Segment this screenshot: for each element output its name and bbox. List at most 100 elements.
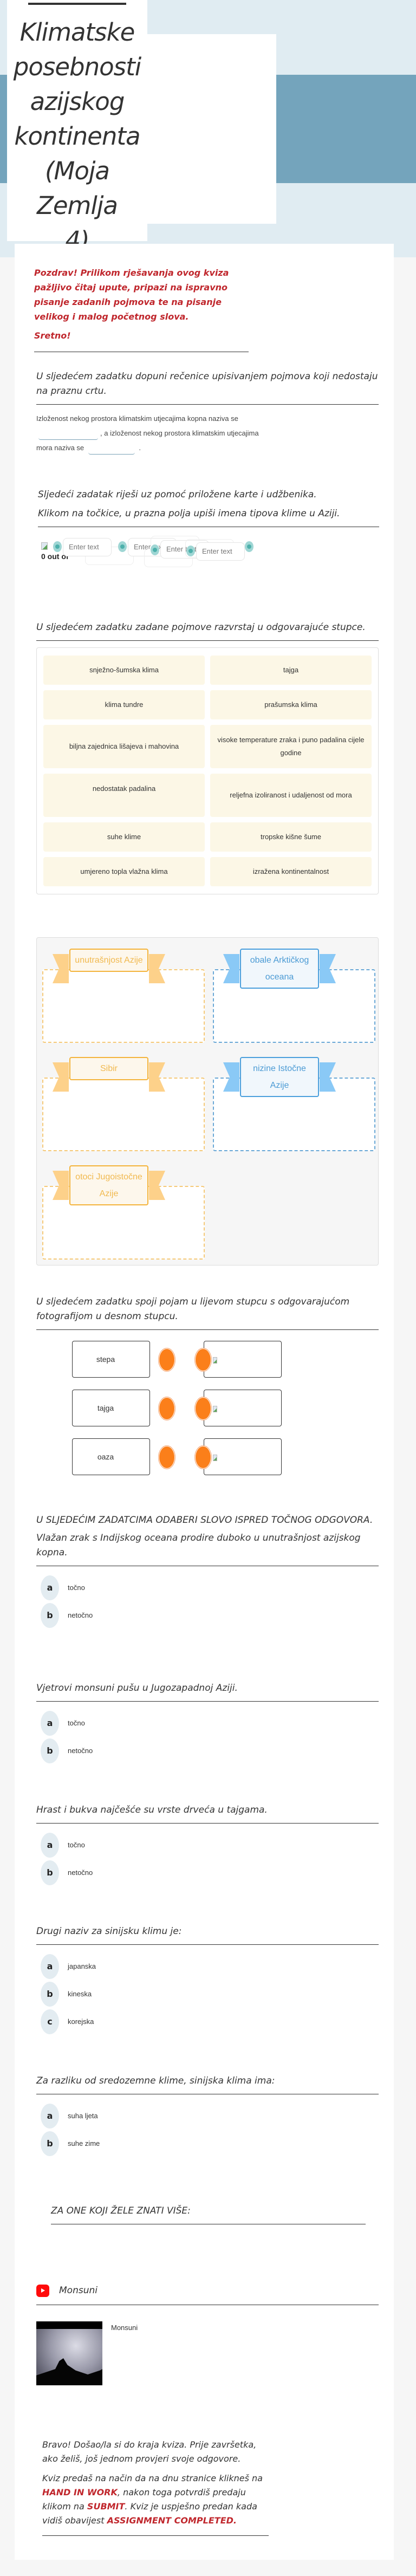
draggable-tile[interactable]: izražena kontinentalnost — [210, 857, 372, 886]
connector-right-2[interactable] — [194, 1397, 212, 1420]
divider — [36, 1823, 379, 1824]
ribbon-tail — [223, 1062, 239, 1092]
hand-in-keyword: HAND IN WORK — [42, 2487, 118, 2497]
option-b[interactable]: b suhe zime — [36, 2130, 379, 2157]
ribbon-tail — [223, 954, 239, 983]
broken-photo-icon — [213, 1406, 217, 1412]
broken-photo-icon — [213, 1357, 217, 1364]
drop-zone[interactable] — [42, 969, 205, 1043]
option-text: točno — [68, 1584, 85, 1592]
blank-input-2[interactable] — [88, 443, 135, 455]
hotspot-dot-2[interactable] — [118, 541, 127, 552]
title-card: Klimatske posebnosti azijskog kontinenta… — [7, 0, 147, 255]
ribbon-tail — [53, 1062, 69, 1092]
drop-zone[interactable] — [42, 1078, 205, 1151]
bucket-otoci-jugoistocne-azije[interactable]: otoci Jugoistočne Azije — [40, 1161, 205, 1263]
draggable-tile[interactable]: reljefna izoliranost i udaljenost od mor… — [210, 774, 372, 817]
question-prompt: Vlažan zrak s Indijskog oceana prodire d… — [36, 1533, 361, 1558]
divider — [36, 404, 379, 405]
option-text: japanska — [68, 1962, 96, 1970]
intro-closing: Sretno! — [34, 330, 71, 341]
ribbon-tail — [53, 1171, 69, 1200]
question-prompt: Drugi naziv za sinijsku klimu je: — [36, 1926, 182, 1937]
connector-left-2[interactable] — [158, 1397, 176, 1420]
option-text: točno — [68, 1841, 85, 1849]
question-prompt: Za razliku od sredozemne klime, sinijska… — [36, 2075, 275, 2086]
bucket-unutrasnjost-azije[interactable]: unutrašnjost Azije — [40, 944, 205, 1046]
bucket-nizine-istocne-azije[interactable]: nizine Istočne Azije — [210, 1053, 375, 1154]
video-embed[interactable]: Monsuni — [36, 2321, 379, 2385]
connector-left-1[interactable] — [158, 1348, 176, 1372]
option-a[interactable]: a suha ljeta — [36, 2102, 379, 2130]
option-text: točno — [68, 1719, 85, 1727]
bucket-label: unutrašnjost Azije — [69, 949, 148, 972]
header-image — [147, 34, 276, 224]
hotspot-dot-4[interactable] — [186, 546, 195, 556]
option-letter: a — [41, 1710, 59, 1736]
bucket-sibir[interactable]: Sibir — [40, 1053, 205, 1154]
submit-keyword: SUBMIT — [87, 2501, 125, 2512]
question-prompt: Vjetrovi monsuni pušu u Jugozapadnoj Azi… — [36, 1683, 238, 1693]
outro-block: Bravo! Došao/la si do kraja kviza. Prije… — [42, 2438, 269, 2536]
ribbon-tail — [53, 954, 69, 983]
ribbon-tail — [149, 1062, 165, 1092]
option-letter: b — [41, 2131, 59, 2156]
draggable-tile[interactable]: prašumska klima — [210, 690, 372, 719]
hotspot-input-4[interactable]: Enter text — [196, 542, 245, 561]
intro-block: Pozdrav! Prilikom rješavanja ovog kviza … — [34, 265, 251, 352]
option-text: korejska — [68, 2017, 94, 2026]
question-title: U sljedećem zadatku zadane pojmove razvr… — [36, 622, 366, 633]
hotspot-dot-3[interactable] — [151, 544, 159, 555]
hotspot-dot-1[interactable] — [53, 541, 62, 552]
match-left-item[interactable]: tajga — [72, 1390, 150, 1426]
draggable-tile[interactable]: snježno-šumska klima — [43, 656, 205, 685]
ribbon: unutrašnjost Azije — [53, 949, 165, 983]
hotspot-input-1[interactable]: Enter text — [63, 538, 112, 556]
divider — [36, 640, 379, 641]
hotspot-dot-5[interactable] — [245, 541, 253, 552]
option-letter: a — [41, 2103, 59, 2129]
question-mcq-5: Za razliku od sredozemne klime, sinijska… — [36, 2074, 379, 2157]
question-mcq-2: Vjetrovi monsuni pušu u Jugozapadnoj Azi… — [36, 1681, 379, 1764]
connector-right-3[interactable] — [194, 1445, 212, 1469]
draggable-tile[interactable]: tajga — [210, 656, 372, 685]
draggable-tile[interactable]: nedostatak padalina — [43, 774, 205, 817]
video-title[interactable]: Monsuni — [111, 2324, 138, 2332]
outro-instructions: Kviz predaš na način da na dnu stranice … — [42, 2473, 263, 2526]
option-text: suha ljeta — [68, 2112, 98, 2120]
match-left-item[interactable]: oaza — [72, 1438, 150, 1475]
divider — [36, 1329, 379, 1330]
blank-input-1[interactable] — [38, 428, 98, 440]
draggable-tile[interactable]: suhe klime — [43, 822, 205, 852]
option-text: netočno — [68, 1868, 93, 1877]
draggable-tile[interactable]: klima tundre — [43, 690, 205, 719]
video-thumbnail[interactable] — [36, 2321, 102, 2385]
question-map: Sljedeći zadatak riješi uz pomoć prilože… — [38, 488, 379, 570]
bucket-obale-arktickog-oceana[interactable]: obale Arktičkog oceana — [210, 944, 375, 1046]
broken-map-image-icon — [41, 542, 48, 550]
option-c[interactable]: c korejska — [36, 2008, 379, 2035]
bucket-label: obale Arktičkog oceana — [240, 949, 319, 989]
match-right-photo-1[interactable] — [204, 1341, 282, 1378]
option-a[interactable]: a točno — [36, 1709, 379, 1737]
draggable-tile[interactable]: tropske kišne šume — [210, 822, 372, 852]
connector-left-3[interactable] — [158, 1445, 176, 1469]
section-title: U SLJEDEĆIM ZADATCIMA ODABERI SLOVO ISPR… — [36, 1515, 373, 1526]
draggable-tile[interactable]: visoke temperature zraka i puno padalina… — [210, 725, 372, 768]
draggable-tile[interactable]: biljna zajednica lišajeva i mahovina — [43, 725, 205, 768]
bucket-label: Sibir — [69, 1057, 148, 1080]
option-letter: c — [41, 2009, 59, 2034]
draggable-tile[interactable]: umjereno topla vlažna klima — [43, 857, 205, 886]
connector-right-1[interactable] — [194, 1348, 212, 1372]
option-text: suhe zime — [68, 2139, 100, 2147]
match-left-item[interactable]: stepa — [72, 1341, 150, 1378]
